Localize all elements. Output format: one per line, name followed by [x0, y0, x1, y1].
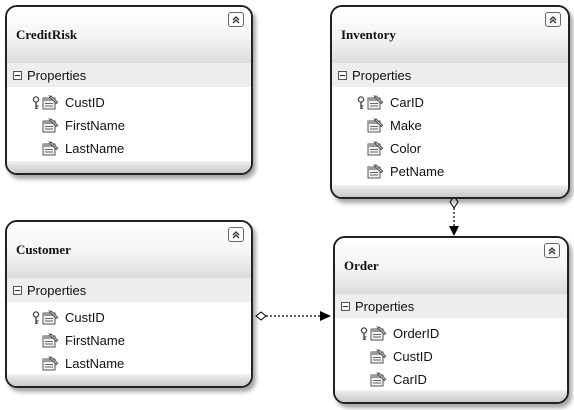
key-slot-empty: [357, 165, 365, 179]
key-slot-empty: [32, 119, 40, 133]
property-name: Make: [390, 118, 422, 133]
key-slot-empty: [32, 142, 40, 156]
property-name: FirstName: [65, 333, 125, 348]
properties-section-header[interactable]: Properties: [7, 63, 251, 87]
property-name: Color: [390, 141, 422, 156]
primary-key-icon: [360, 326, 368, 341]
primary-key-icon: [32, 310, 40, 325]
property-name: CustID: [65, 95, 105, 110]
section-label: Properties: [355, 298, 415, 314]
property-icon: [370, 326, 387, 341]
key-slot-empty: [32, 357, 40, 371]
property-icon: [42, 141, 59, 156]
inventory-order-association[interactable]: [449, 195, 459, 236]
entity-header[interactable]: CreditRisk: [7, 7, 251, 63]
property-icon: [367, 95, 384, 110]
property-icon: [42, 310, 59, 325]
arrowhead-icon: [449, 226, 459, 236]
arrowhead-icon: [320, 311, 331, 321]
entity-order[interactable]: Order Properties OrderID CustID CarID: [333, 236, 569, 404]
section-label: Properties: [352, 67, 412, 83]
section-label: Properties: [27, 282, 87, 298]
property-row[interactable]: CustID: [7, 306, 251, 329]
property-row[interactable]: CustID: [335, 345, 567, 368]
property-name: LastName: [65, 141, 125, 156]
property-name: LastName: [65, 356, 125, 371]
entity-header[interactable]: Customer: [7, 222, 251, 278]
property-icon: [42, 95, 59, 110]
minus-box-icon[interactable]: [338, 70, 347, 80]
collapse-chevron-up-icon[interactable]: [228, 227, 244, 242]
property-row[interactable]: FirstName: [7, 329, 251, 352]
entity-title: Customer: [16, 242, 71, 257]
primary-key-icon: [357, 95, 365, 110]
property-icon: [367, 118, 384, 133]
collapse-chevron-up-icon[interactable]: [228, 12, 244, 27]
collapse-chevron-up-icon[interactable]: [544, 243, 560, 258]
property-row[interactable]: Make: [332, 114, 568, 137]
collapse-chevron-up-icon[interactable]: [545, 12, 561, 27]
property-icon: [42, 118, 59, 133]
property-icon: [370, 349, 387, 364]
entity-title: CreditRisk: [16, 27, 78, 42]
minus-box-icon[interactable]: [341, 301, 350, 311]
property-list: OrderID CustID CarID: [335, 318, 567, 391]
primary-key-icon: [32, 95, 40, 110]
entity-footer: [335, 390, 567, 402]
property-name: CustID: [393, 349, 433, 364]
property-row[interactable]: OrderID: [335, 322, 567, 345]
entity-footer: [332, 185, 568, 197]
section-label: Properties: [27, 67, 87, 83]
aggregation-diamond-icon: [449, 195, 459, 209]
key-slot-empty: [360, 373, 368, 387]
property-row[interactable]: CarID: [332, 91, 568, 114]
entity-title: Inventory: [341, 27, 396, 42]
property-name: CarID: [390, 95, 424, 110]
property-name: FirstName: [65, 118, 125, 133]
property-row[interactable]: PetName: [332, 160, 568, 183]
properties-section-header[interactable]: Properties: [7, 278, 251, 302]
entity-header[interactable]: Order: [335, 238, 567, 294]
key-slot-empty: [357, 142, 365, 156]
property-name: PetName: [390, 164, 445, 179]
property-name: CustID: [65, 310, 105, 325]
property-name: OrderID: [393, 326, 440, 341]
properties-section-header[interactable]: Properties: [335, 294, 567, 318]
key-slot-empty: [357, 119, 365, 133]
entity-footer: [7, 161, 251, 173]
aggregation-diamond-icon: [255, 311, 267, 321]
property-icon: [42, 356, 59, 371]
property-icon: [367, 164, 384, 179]
entity-footer: [7, 374, 251, 386]
property-row[interactable]: FirstName: [7, 114, 251, 137]
entity-title: Order: [344, 258, 379, 273]
key-slot-empty: [32, 334, 40, 348]
property-row[interactable]: Color: [332, 137, 568, 160]
property-row[interactable]: CarID: [335, 368, 567, 391]
property-row[interactable]: LastName: [7, 137, 251, 160]
property-icon: [42, 333, 59, 348]
properties-section-header[interactable]: Properties: [332, 63, 568, 87]
minus-box-icon[interactable]: [13, 285, 22, 295]
property-row[interactable]: LastName: [7, 352, 251, 375]
property-name: CarID: [393, 372, 427, 387]
customer-order-association[interactable]: [255, 311, 331, 321]
property-row[interactable]: CustID: [7, 91, 251, 114]
key-slot-empty: [360, 350, 368, 364]
minus-box-icon[interactable]: [13, 70, 22, 80]
property-icon: [367, 141, 384, 156]
entity-header[interactable]: Inventory: [332, 7, 568, 63]
property-icon: [370, 372, 387, 387]
